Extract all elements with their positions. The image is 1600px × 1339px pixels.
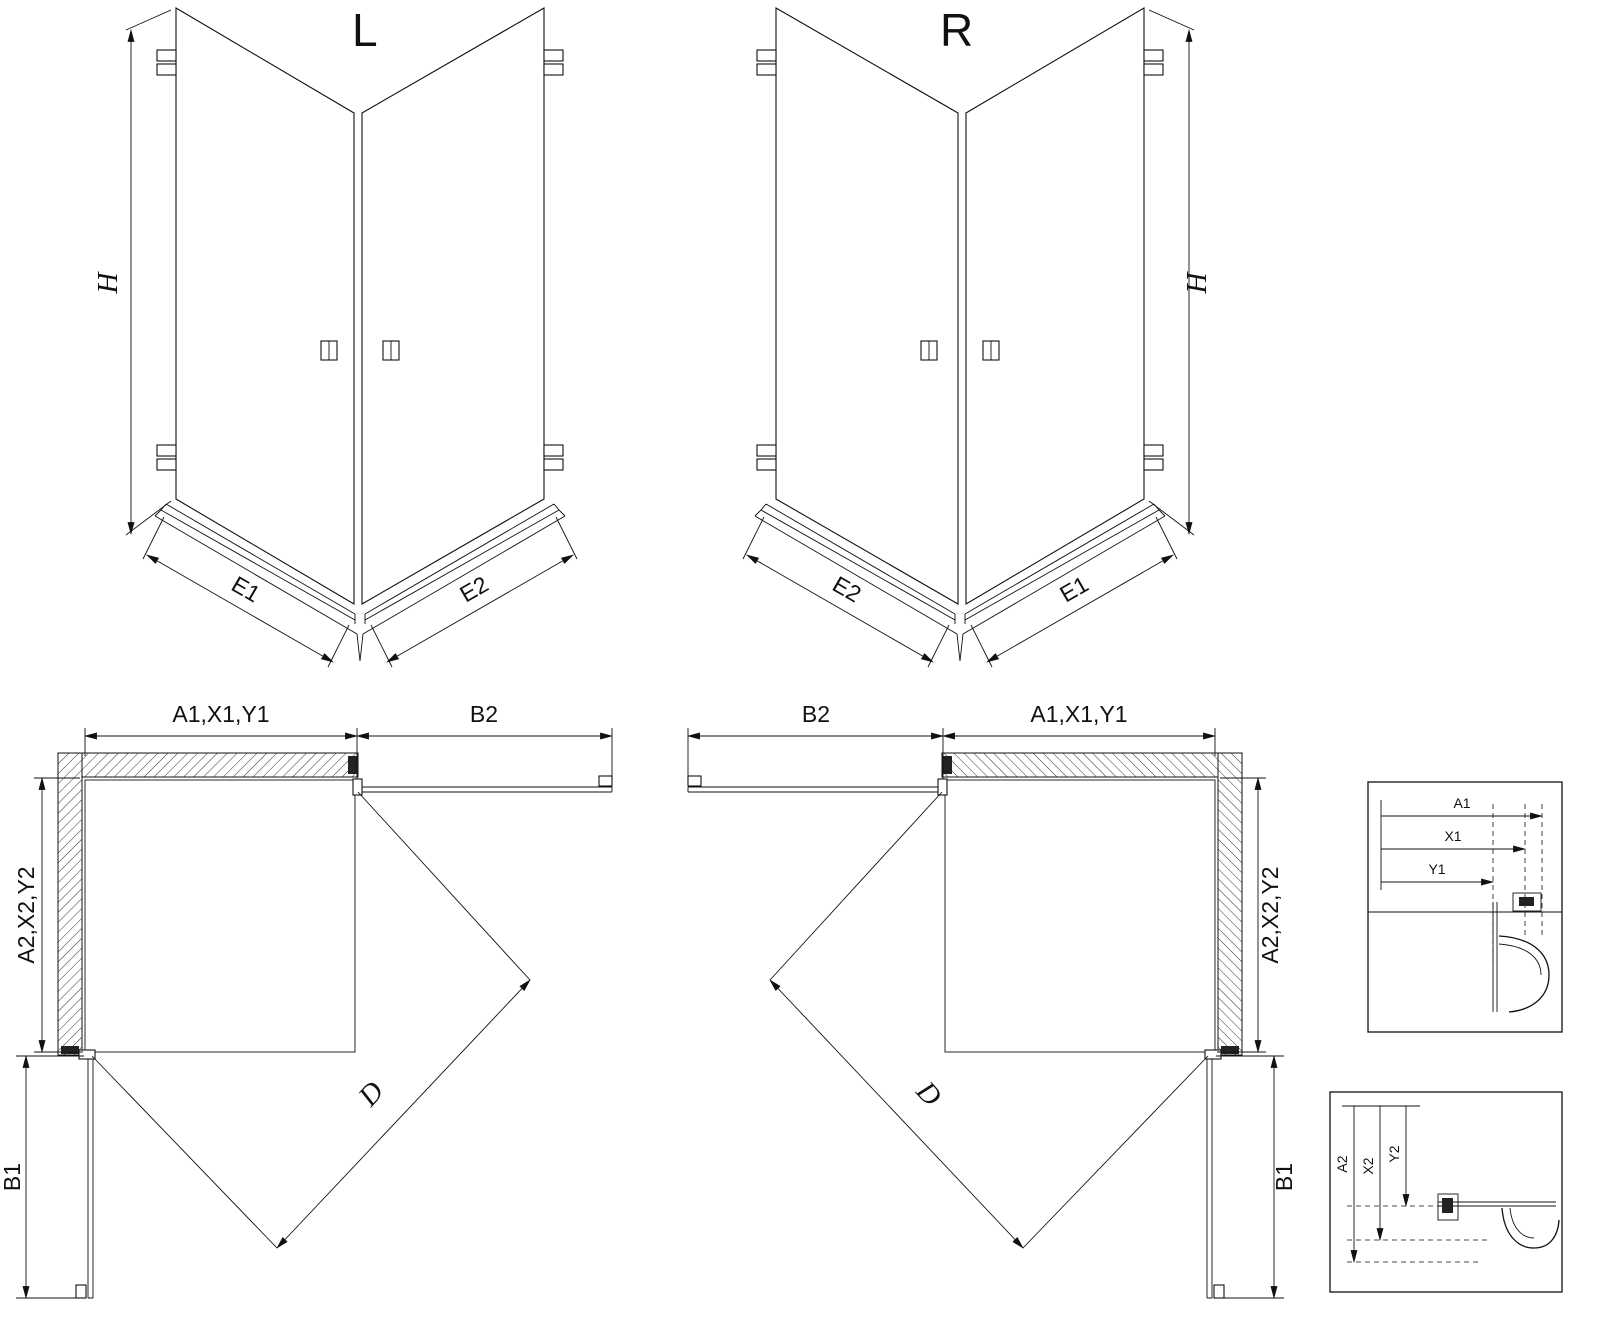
dim-label-e1-right: E1 — [1055, 571, 1092, 608]
dim-label-h-left: H — [92, 270, 124, 294]
detail-label-x1: X1 — [1444, 828, 1461, 844]
dim-label-b1-right: B1 — [1271, 1163, 1297, 1191]
dim-label-e1-left: E1 — [227, 571, 264, 608]
dim-label-a1x1y1-right: A1,X1,Y1 — [1030, 701, 1127, 727]
dim-label-d-right: D — [909, 1075, 948, 1113]
variant-label-right: R — [940, 4, 973, 56]
dim-label-e2-left: E2 — [455, 571, 492, 608]
dim-label-e2-right: E2 — [828, 571, 865, 608]
dim-label-b2-right: B2 — [802, 701, 830, 727]
detail-label-x2: X2 — [1360, 1157, 1376, 1174]
dim-label-a2x2y2-right: A2,X2,Y2 — [1257, 866, 1283, 963]
detail-label-a1: A1 — [1453, 795, 1470, 811]
detail-bottom-profile: A2 X2 Y2 — [1329, 1091, 1563, 1293]
profile-section-bottom — [1437, 1193, 1560, 1249]
shower-3d-right: R H E2 E1 — [743, 4, 1213, 667]
detail-top-profile: A1 X1 Y1 — [1367, 781, 1563, 1033]
dim-label-a1x1y1-left: A1,X1,Y1 — [172, 701, 269, 727]
profile-section-top — [1492, 892, 1550, 1013]
plan-view-left: A1,X1,Y1 B2 A2,X2,Y2 B1 D — [0, 701, 612, 1298]
detail-label-y1: Y1 — [1428, 861, 1445, 877]
dim-label-b1-left: B1 — [0, 1163, 25, 1191]
dim-label-d-left: D — [352, 1075, 391, 1113]
dim-label-h-right: H — [1181, 270, 1213, 294]
dim-label-b2-left: B2 — [470, 701, 498, 727]
plan-view-right: B2 A1,X1,Y1 A2,X2,Y2 B1 D — [688, 701, 1297, 1298]
detail-label-a2: A2 — [1334, 1155, 1350, 1172]
dim-label-a2x2y2-left: A2,X2,Y2 — [13, 866, 39, 963]
variant-label-left: L — [352, 4, 378, 56]
shower-3d-left: L H E1 E2 — [92, 4, 577, 667]
detail-label-y2: Y2 — [1386, 1145, 1402, 1162]
